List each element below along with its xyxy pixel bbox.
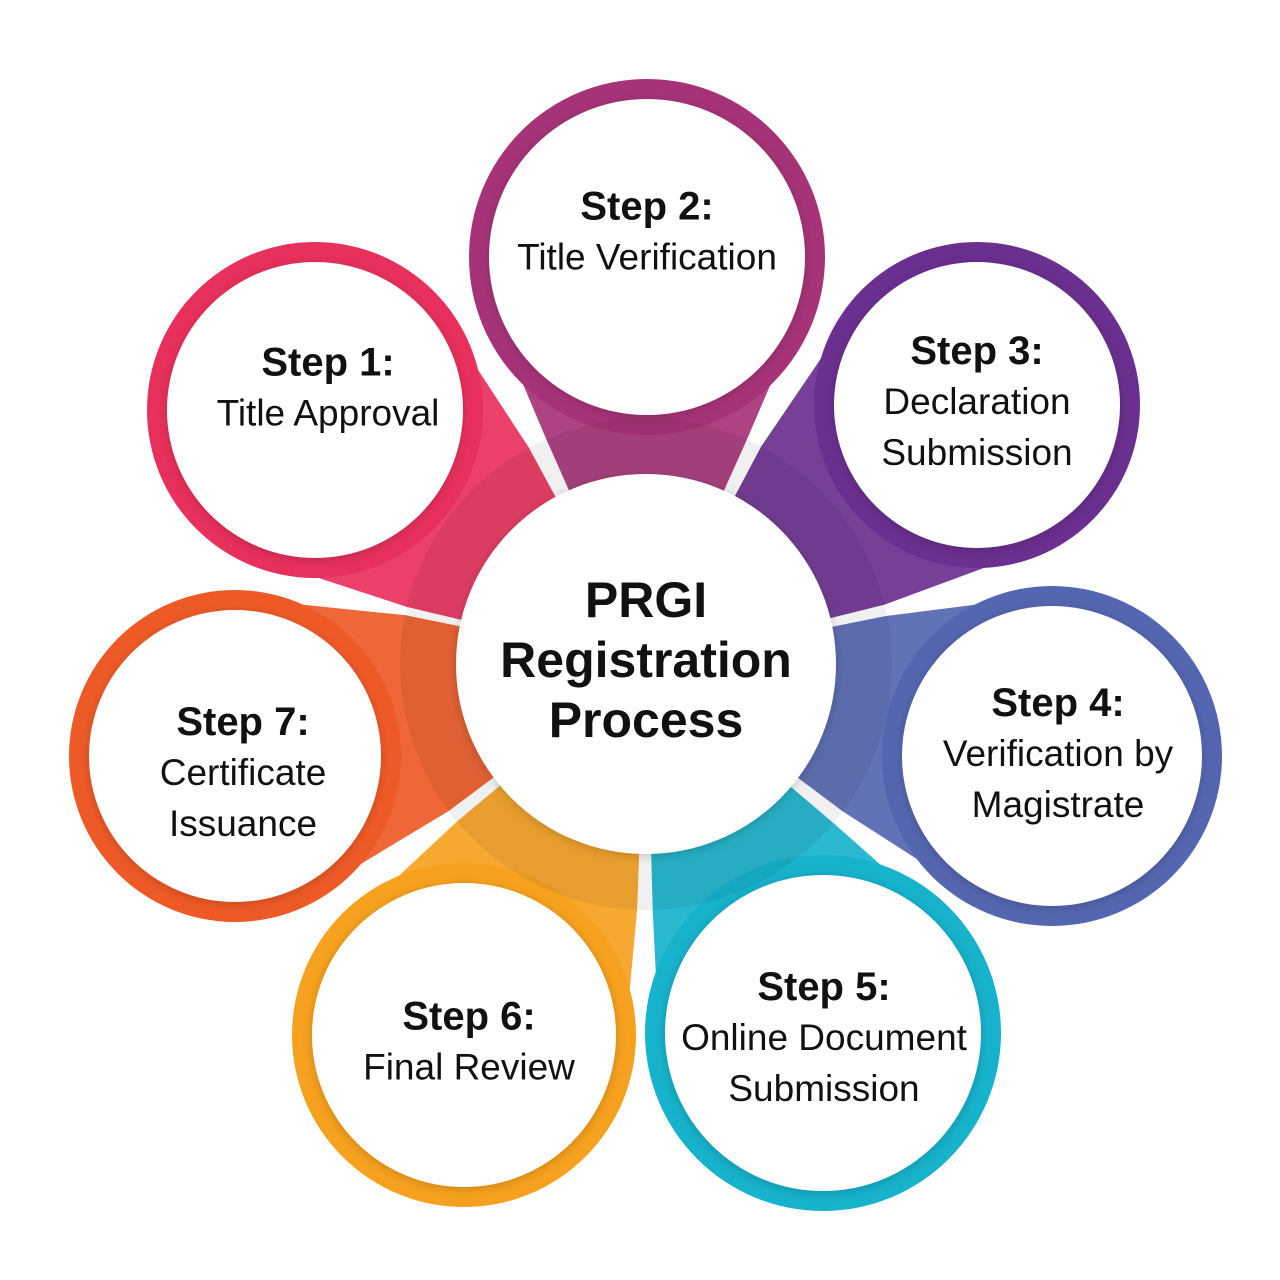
- center-title-line: Process: [548, 692, 744, 748]
- step-1-label: Step 1: Title Approval: [217, 338, 440, 439]
- step-7-circle: [89, 610, 381, 902]
- step-5-label: Step 5: Online Document Submission: [681, 962, 967, 1114]
- step-1-circle: [167, 262, 463, 558]
- step-description: Magistrate: [971, 784, 1145, 825]
- step-title: Step 7:: [176, 700, 310, 744]
- step-5-circle: [665, 875, 981, 1191]
- step-description: Submission: [728, 1068, 920, 1109]
- step-title: Step 4:: [991, 681, 1125, 725]
- step-inner-circles: [89, 99, 1202, 1191]
- center-circle: [456, 474, 836, 854]
- step-4-circle: [902, 606, 1202, 906]
- step-title: Step 3:: [910, 329, 1044, 373]
- step-description: Title Approval: [216, 392, 440, 434]
- step-6-label: Step 6: Final Review: [363, 992, 575, 1093]
- step-title: Step 2:: [580, 184, 714, 229]
- step-description: Title Verification: [517, 236, 777, 278]
- step-description: Verification by: [942, 733, 1174, 774]
- step-description: Final Review: [363, 1046, 575, 1088]
- step-6-circle: [312, 883, 616, 1187]
- center-title-line: Registration: [500, 632, 792, 688]
- step-2-label: Step 2: Title Verification: [517, 182, 777, 283]
- step-title: Step 1:: [261, 340, 395, 385]
- step-3-label: Step 3: Declaration Submission: [881, 326, 1072, 478]
- step-description: Issuance: [168, 803, 318, 844]
- step-title: Step 6:: [402, 994, 536, 1039]
- step-4-label: Step 4: Verification by Magistrate: [943, 678, 1173, 830]
- center-title: PRGI Registration Process: [500, 570, 792, 750]
- step-3-circle: [834, 262, 1120, 548]
- step-description: Declaration: [883, 381, 1071, 422]
- step-2-circle: [489, 99, 805, 415]
- step-description: Submission: [881, 432, 1073, 473]
- step-7-label: Step 7: Certificate Issuance: [160, 697, 327, 849]
- step-description: Certificate: [159, 752, 327, 793]
- step-description: Online Document: [681, 1017, 967, 1058]
- center-title-line: PRGI: [584, 572, 708, 628]
- step-title: Step 5:: [757, 965, 891, 1009]
